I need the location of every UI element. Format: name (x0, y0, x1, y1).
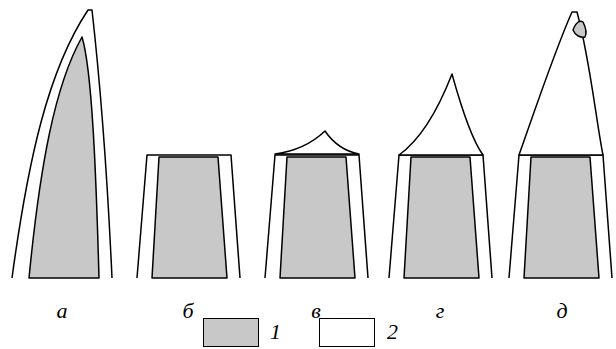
figure-letter: д (556, 300, 567, 322)
tip-outline (12, 10, 112, 278)
figure-letter: б (182, 300, 193, 322)
tip-outline (137, 155, 240, 278)
figure-letter: г (436, 300, 445, 322)
figure-letter: а (57, 300, 68, 322)
legend-label: 2 (387, 321, 398, 343)
tip-outline (509, 155, 612, 278)
tip-fragment (573, 21, 586, 37)
tip-core (280, 157, 355, 278)
legend-label: 1 (270, 321, 281, 343)
tip-outline (389, 155, 492, 278)
tip-core (29, 37, 99, 278)
figure-letter: в (311, 300, 321, 322)
tip-core (152, 157, 227, 278)
tip-core (524, 157, 599, 278)
tip-cap (519, 12, 603, 155)
legend-swatch (203, 318, 259, 347)
tip-core (404, 157, 479, 278)
legend-swatch (319, 318, 375, 347)
tip-outline (265, 155, 368, 278)
tip-cap (275, 131, 359, 154)
tip-cap (399, 74, 483, 155)
